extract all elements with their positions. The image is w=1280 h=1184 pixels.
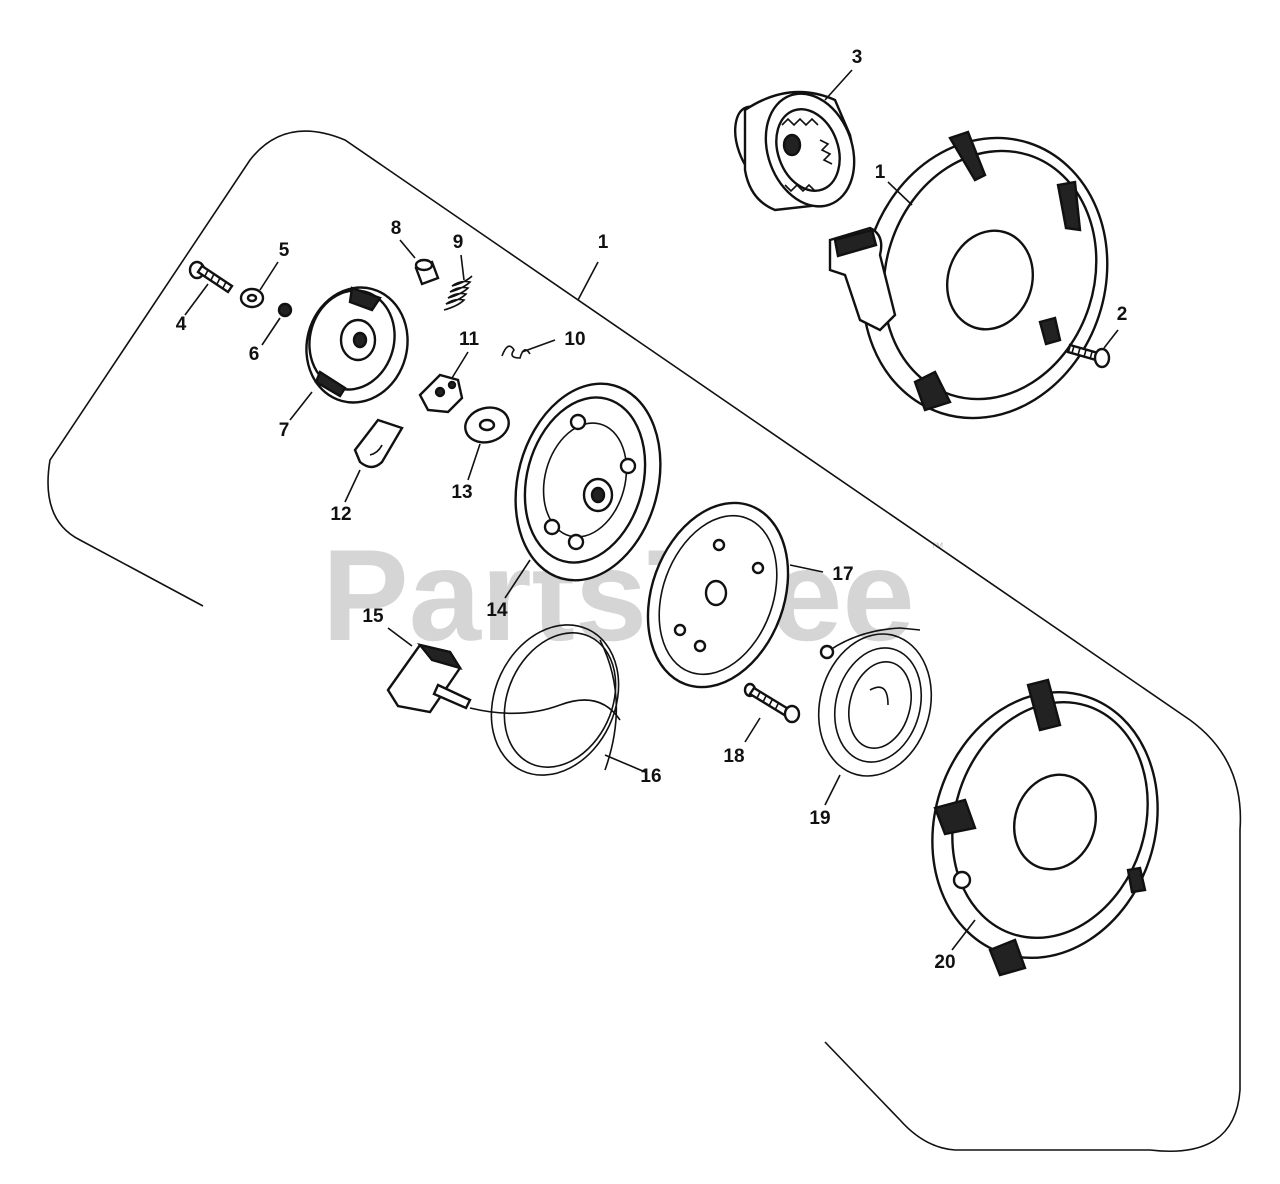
label-10: 10 xyxy=(564,329,585,350)
label-1-top: 1 xyxy=(875,162,886,183)
part-8-bushing xyxy=(399,239,440,286)
part-14-reel xyxy=(504,382,662,599)
label-11: 11 xyxy=(459,329,480,350)
part-3-pulley xyxy=(734,69,856,212)
part-9-spring xyxy=(443,254,473,311)
part-17-plate xyxy=(646,501,824,689)
label-13: 13 xyxy=(451,482,472,503)
label-8: 8 xyxy=(391,218,402,239)
label-5: 5 xyxy=(279,240,290,261)
label-7: 7 xyxy=(279,420,290,441)
label-20: 20 xyxy=(934,952,955,973)
label-4: 4 xyxy=(176,314,187,335)
label-3: 3 xyxy=(852,47,863,68)
part-11-pawl xyxy=(418,351,469,414)
part-18-screw xyxy=(743,682,801,743)
part-15-handle xyxy=(386,627,472,714)
label-9: 9 xyxy=(453,232,464,253)
part-5-washer xyxy=(239,261,279,309)
part-13-washer xyxy=(464,406,510,481)
part-20-housing xyxy=(931,678,1159,977)
part-6-nut xyxy=(261,302,293,346)
label-17: 17 xyxy=(832,564,853,585)
label-14: 14 xyxy=(486,600,508,621)
label-1-mid: 1 xyxy=(598,232,609,253)
part-4-bolt xyxy=(184,260,234,316)
part-16-rope xyxy=(469,624,646,776)
label-15: 15 xyxy=(362,606,384,627)
leader-1-mid xyxy=(577,261,599,301)
label-19: 19 xyxy=(809,808,830,829)
part-19-recoil-spring xyxy=(817,627,933,806)
label-18: 18 xyxy=(723,746,744,767)
label-6: 6 xyxy=(249,344,260,365)
label-12: 12 xyxy=(330,504,351,525)
label-2: 2 xyxy=(1117,304,1128,325)
part-7-ratchet-cup xyxy=(289,286,409,421)
part-1-starter-housing-top xyxy=(828,130,1109,420)
part-10-spring-clip xyxy=(501,339,556,359)
part-12-clip xyxy=(344,418,404,503)
assembly-boundary xyxy=(47,130,1242,1152)
label-16: 16 xyxy=(640,766,661,787)
part-2-screw xyxy=(1066,329,1119,369)
